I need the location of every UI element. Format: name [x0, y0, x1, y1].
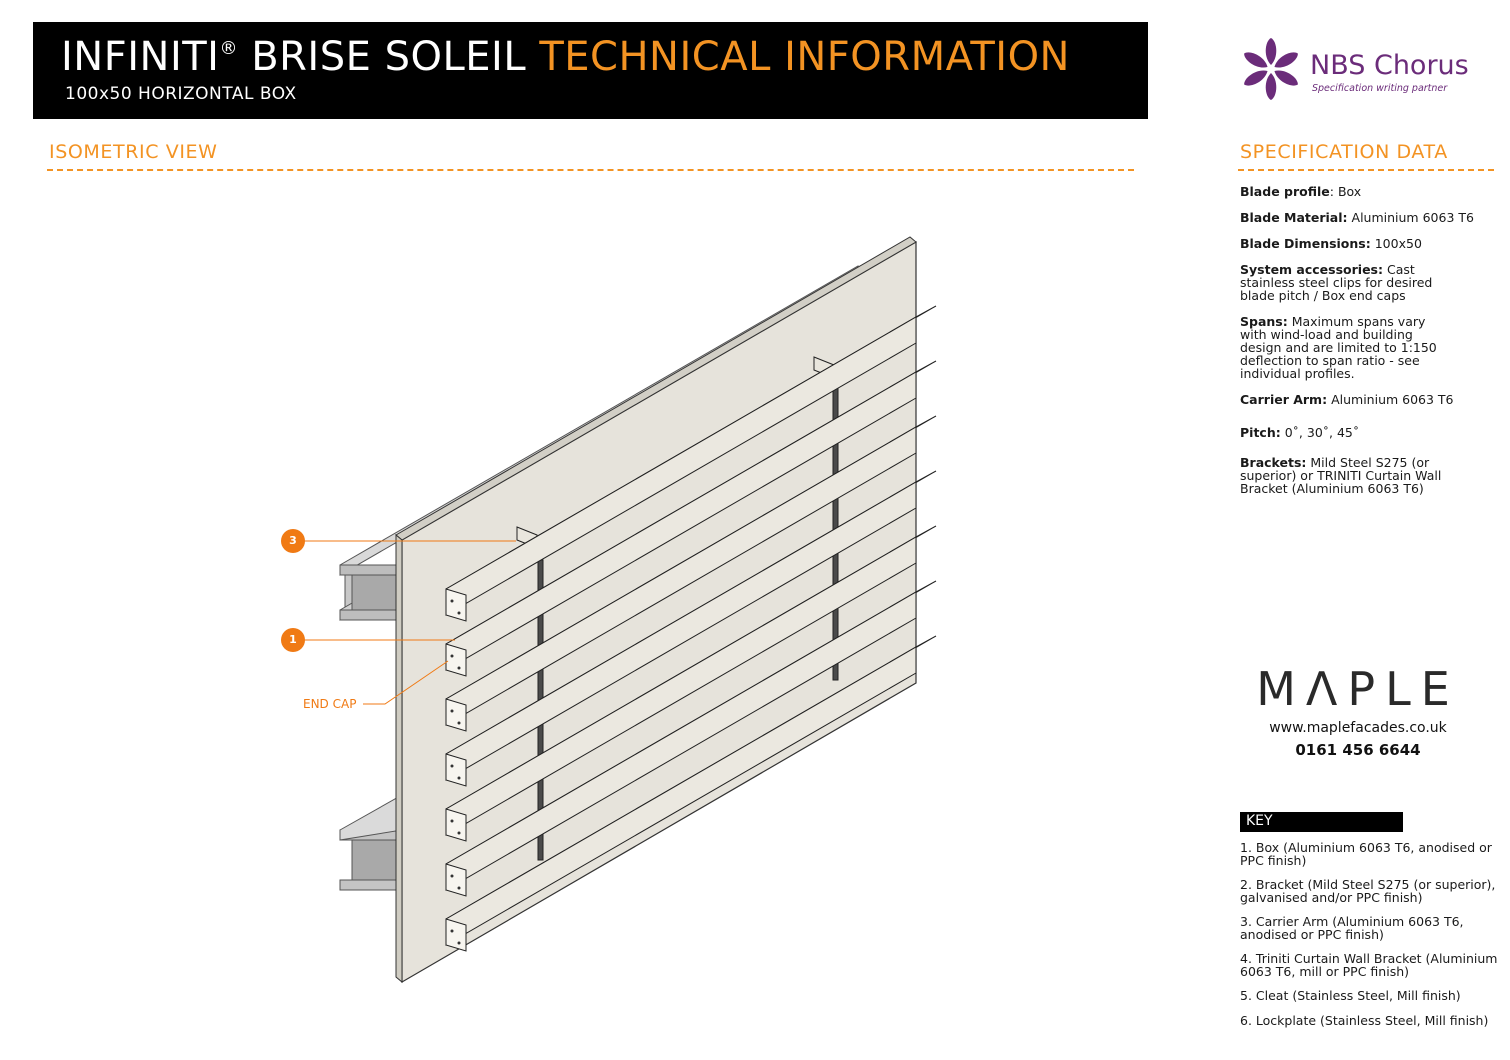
spec-value: Cast stainless steel clips for desired b… — [1240, 262, 1433, 303]
spec-value: 0˚, 30˚, 45˚ — [1284, 425, 1360, 440]
spec-value: Box — [1337, 184, 1362, 199]
spec-label: Pitch: — [1240, 425, 1281, 440]
key-item: 6. Lockplate (Stainless Steel, Mill fini… — [1240, 1013, 1489, 1028]
spec-value: 100x50 — [1374, 236, 1422, 251]
spec-data-title: SPECIFICATION DATA — [1240, 141, 1448, 163]
registered-mark: ® — [219, 38, 238, 59]
spec-label: Carrier Arm: — [1240, 392, 1328, 407]
spec-label: System accessories: — [1240, 262, 1383, 277]
callout-3: 3 — [281, 529, 305, 553]
nbs-name: NBS Chorus — [1310, 50, 1469, 81]
spec-blade-dimensions: Blade Dimensions: 100x50 — [1240, 237, 1505, 250]
spec-label: Blade profile — [1240, 184, 1330, 199]
key-title: KEY — [1246, 813, 1273, 829]
spec-list: Blade profile: Box Blade Material: Alumi… — [1240, 185, 1505, 508]
key-item: 2. Bracket (Mild Steel S275 (or superior… — [1240, 877, 1496, 905]
blade — [445, 580, 937, 897]
blade — [445, 360, 937, 677]
page-subtitle: 100x50 HORIZONTAL BOX — [65, 84, 297, 104]
blade — [445, 415, 937, 732]
nbs-flower-icon — [1244, 38, 1298, 100]
spec-brackets: Brackets: Mild Steel S275 (or superior) … — [1240, 456, 1465, 495]
wall-panel-side-edge — [395, 533, 403, 984]
end-cap-label: END CAP — [303, 697, 357, 711]
spec-blade-profile: Blade profile: Box — [1240, 185, 1505, 198]
isometric-view-title: ISOMETRIC VIEW — [49, 141, 218, 163]
spec-value: Mild Steel S275 (or superior) or TRINITI… — [1240, 455, 1442, 496]
isometric-divider — [47, 169, 1134, 171]
maple-phone: 0161 456 6644 — [1295, 741, 1421, 759]
nbs-tagline: Specification writing partner — [1312, 83, 1448, 94]
callout-1: 1 — [281, 628, 305, 652]
key-header: KEY — [1240, 812, 1403, 832]
isometric-drawing — [304, 236, 937, 984]
blade — [445, 305, 937, 622]
spec-label: Brackets: — [1240, 455, 1307, 470]
blade — [445, 470, 937, 787]
blade — [445, 635, 937, 952]
title-technical: TECHNICAL INFORMATION — [539, 34, 1070, 80]
leader-lines — [304, 540, 516, 705]
lower-steel-beam — [339, 794, 403, 891]
spec-blade-material: Blade Material: Aluminium 6063 T6 — [1240, 211, 1505, 224]
spec-sep: : — [1329, 184, 1338, 199]
spec-label: Blade Dimensions: — [1240, 236, 1371, 251]
spec-label: Spans: — [1240, 314, 1288, 329]
blades — [445, 305, 937, 952]
maple-website: www.maplefacades.co.uk — [1269, 720, 1447, 736]
spec-value: Maximum spans vary with wind-load and bu… — [1240, 314, 1437, 381]
spec-pitch: Pitch: 0˚, 30˚, 45˚ — [1240, 426, 1505, 439]
key-item: 4. Triniti Curtain Wall Bracket (Alumini… — [1240, 951, 1498, 979]
maple-logo: MΛPLE — [1256, 662, 1460, 716]
spec-spans: Spans: Maximum spans vary with wind-load… — [1240, 315, 1440, 380]
key-item: 5. Cleat (Stainless Steel, Mill finish) — [1240, 988, 1461, 1003]
key-item: 3. Carrier Arm (Aluminium 6063 T6, anodi… — [1240, 914, 1464, 942]
spec-value: Aluminium 6063 T6 — [1351, 210, 1474, 225]
key-item: 1. Box (Aluminium 6063 T6, anodised or P… — [1240, 840, 1492, 868]
blade — [445, 525, 937, 842]
spec-system-accessories: System accessories: Cast stainless steel… — [1240, 263, 1440, 302]
key-list: 1. Box (Aluminium 6063 T6, anodised or P… — [1240, 841, 1505, 1038]
spec-divider — [1238, 169, 1494, 171]
title-banner: INFINITI® BRISE SOLEIL TECHNICAL INFORMA… — [33, 22, 1148, 119]
title-brand: INFINITI — [61, 34, 220, 80]
spec-value: Aluminium 6063 T6 — [1331, 392, 1454, 407]
spec-label: Blade Material: — [1240, 210, 1348, 225]
nbs-chorus-logo: NBS Chorus Specification writing partner — [1238, 36, 1483, 102]
title-product: BRISE SOLEIL — [237, 34, 540, 80]
spec-carrier-arm: Carrier Arm: Aluminium 6063 T6 — [1240, 393, 1505, 406]
page-title: INFINITI® BRISE SOLEIL TECHNICAL INFORMA… — [61, 34, 1070, 80]
